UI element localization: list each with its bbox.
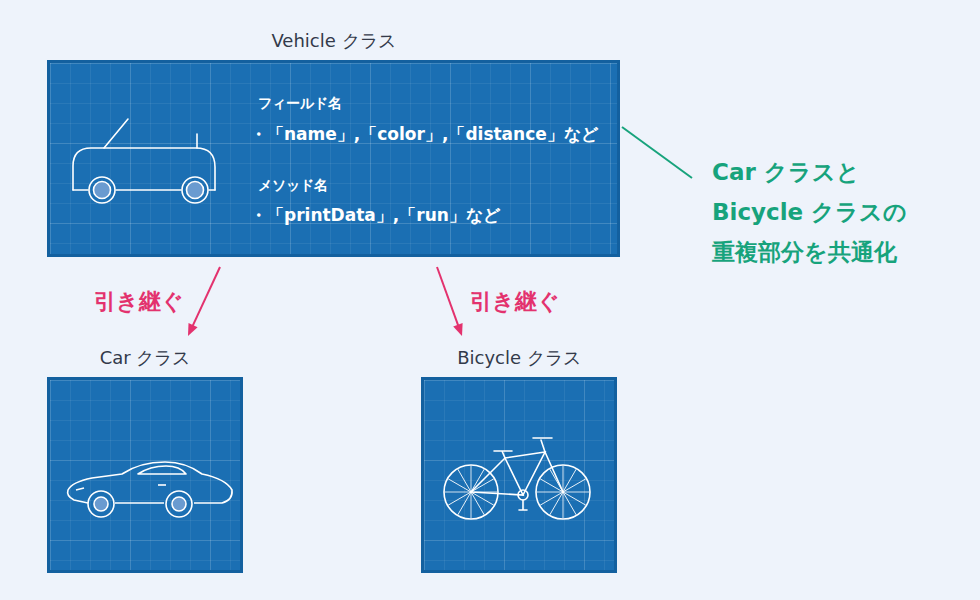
class-name: Car クラス: [100, 346, 191, 369]
leader-line: [622, 127, 692, 178]
edge-label: 引き継ぐ: [468, 287, 562, 317]
section-heading: フィールド名: [258, 94, 342, 112]
callout-note: Car クラスと Bicycle クラスの 重複部分を共通化: [712, 152, 940, 272]
blueprint-grid: [50, 63, 617, 254]
subclass-box: Bicycle クラス: [421, 377, 617, 573]
arrow-line: [437, 267, 459, 327]
sports-car-drawing: [68, 462, 232, 517]
bicycle-drawing: [444, 438, 590, 519]
class-name: Vehicle クラス: [271, 29, 395, 52]
blueprint-grid: [50, 380, 240, 570]
arrow-head: [188, 323, 198, 336]
subclass-box: Car クラス: [47, 377, 243, 573]
section-heading: メソッド名: [258, 176, 328, 194]
inheritance-arrow: [188, 267, 220, 336]
class-name: Bicycle クラス: [457, 346, 581, 369]
field-list: ・「name」,「color」,「distance」など: [250, 123, 598, 145]
arrow-line: [192, 267, 220, 327]
edge-label: 引き継ぐ: [92, 287, 186, 317]
superclass-box: Vehicle クラスフィールド名・「name」,「color」,「distan…: [47, 60, 620, 257]
inheritance-arrow: [437, 267, 463, 336]
arrow-head: [453, 323, 462, 336]
blueprint-grid: [424, 380, 614, 570]
method-list: ・「printData」,「run」など: [250, 204, 500, 226]
vehicle-car-outline: [73, 119, 215, 203]
